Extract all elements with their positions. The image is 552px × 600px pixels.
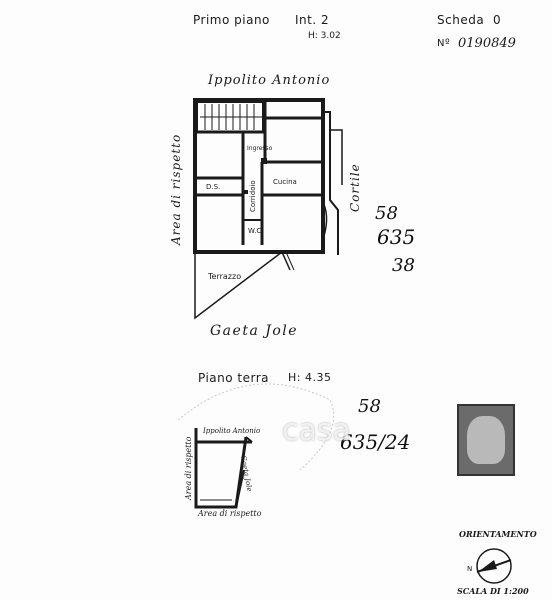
pencil-note-1: 58 (375, 203, 398, 224)
north-label: N (467, 565, 473, 573)
scale-label: SCALA DI 1:200 (457, 586, 529, 596)
pencil-note-2: 635 (377, 225, 416, 249)
ground-floor-title: Piano terra (198, 371, 270, 385)
ground-floor-outline (194, 428, 248, 509)
room-ingresso: Ingresso (247, 145, 273, 152)
ground-side-south-label: Area di rispetto (198, 509, 262, 518)
number-value: 0190849 (458, 36, 516, 51)
owner-north-label: Ippolito Antonio (208, 73, 331, 88)
room-corridoio: Corridoio (249, 180, 257, 212)
room-wc: W.C. (248, 227, 264, 235)
ground-owner-north-label: Ippolito Antonio (203, 427, 261, 435)
owner-south-label: Gaeta Jole (210, 323, 299, 339)
side-east-label: Cortile (348, 163, 362, 212)
scheda-label: Scheda (437, 13, 485, 27)
room-ds: D.S. (206, 183, 221, 191)
interior-number: Int. 2 (295, 13, 330, 27)
number-label: Nº (437, 38, 451, 49)
room-cucina: Cucina (273, 178, 297, 186)
ground-side-west-label: Area di rispetto (184, 436, 193, 500)
ground-floor-height: H: 4.35 (288, 371, 332, 384)
ground-pencil-note-2: 635/24 (340, 430, 411, 454)
floor-height: H: 3.02 (308, 31, 341, 41)
scheda-value: 0 (493, 13, 502, 27)
first-floor-outline (193, 98, 325, 254)
revenue-stamp-image (457, 404, 515, 476)
terrace-outline (194, 251, 283, 320)
ground-pencil-note-1: 58 (358, 396, 381, 417)
compass-rose (476, 548, 512, 584)
watermark-logo: casa (282, 413, 351, 448)
room-terrazzo: Terrazzo (208, 272, 242, 281)
side-west-label: Area di rispetto (169, 133, 183, 245)
pencil-note-3: 38 (392, 255, 415, 276)
floor-title: Primo piano (193, 13, 270, 27)
orientation-label: ORIENTAMENTO (459, 529, 537, 539)
stamp-portrait (467, 416, 505, 464)
